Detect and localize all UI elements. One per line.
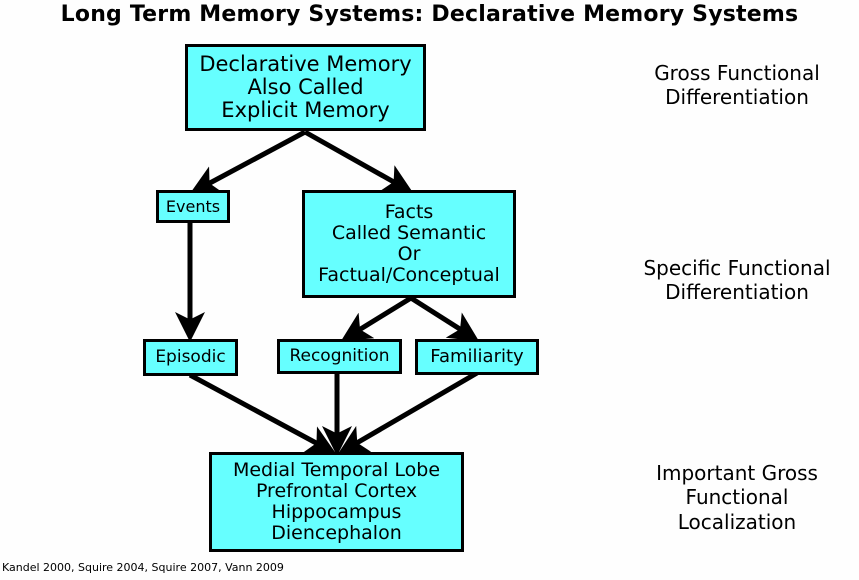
label-important-gross-functional-localization: Important Gross Functional Localization (622, 461, 852, 534)
node-line: Explicit Memory (221, 98, 390, 123)
node-line: Recognition (289, 346, 390, 367)
side-label-line: Localization (677, 509, 797, 534)
arrow-declarative-to-facts (303, 129, 414, 193)
node-declarative-memory: Declarative Memory Also Called Explicit … (185, 44, 426, 131)
label-specific-functional-differentiation: Specific Functional Differentiation (622, 256, 852, 305)
side-label-line: Gross Functional (654, 61, 820, 85)
side-label-line: Functional (685, 485, 789, 510)
node-line: Or (397, 243, 421, 265)
side-label-line: Differentiation (665, 85, 809, 110)
label-gross-functional-differentiation: Gross Functional Differentiation (622, 61, 852, 110)
node-line: Familiarity (430, 346, 524, 368)
diagram-title: Long Term Memory Systems: Declarative Me… (60, 2, 799, 27)
node-line: Diencephalon (271, 521, 402, 544)
node-facts: Facts Called Semantic Or Factual/Concept… (302, 190, 516, 298)
node-line: Medial Temporal Lobe (232, 459, 441, 482)
node-line: Hippocampus (271, 501, 402, 523)
arrow-familiarity-to-localization (337, 370, 479, 455)
citation: Kandel 2000, Squire 2004, Squire 2007, V… (2, 561, 284, 574)
node-events: Events (156, 190, 230, 223)
node-line: Prefrontal Cortex (255, 480, 418, 503)
node-familiarity: Familiarity (415, 339, 539, 375)
side-label-line: Differentiation (665, 280, 809, 305)
node-episodic: Episodic (143, 339, 238, 376)
arrow-declarative-to-events (189, 129, 307, 194)
side-label-line: Important Gross (656, 461, 818, 485)
node-localization: Medial Temporal Lobe Prefrontal Cortex H… (209, 452, 464, 552)
node-line: Factual/Conceptual (318, 263, 500, 286)
node-line: Declarative Memory (199, 51, 412, 76)
arrow-facts-to-recognition (340, 295, 413, 342)
arrow-episodic-to-localization (188, 372, 337, 454)
node-recognition: Recognition (277, 339, 402, 374)
node-line: Called Semantic (331, 222, 487, 245)
node-line: Episodic (155, 347, 226, 368)
node-line: Facts (384, 201, 434, 224)
node-line: Events (165, 196, 221, 216)
arrow-facts-to-familiarity (409, 295, 480, 342)
node-line: Also Called (247, 74, 364, 99)
side-label-line: Specific Functional (643, 256, 831, 280)
